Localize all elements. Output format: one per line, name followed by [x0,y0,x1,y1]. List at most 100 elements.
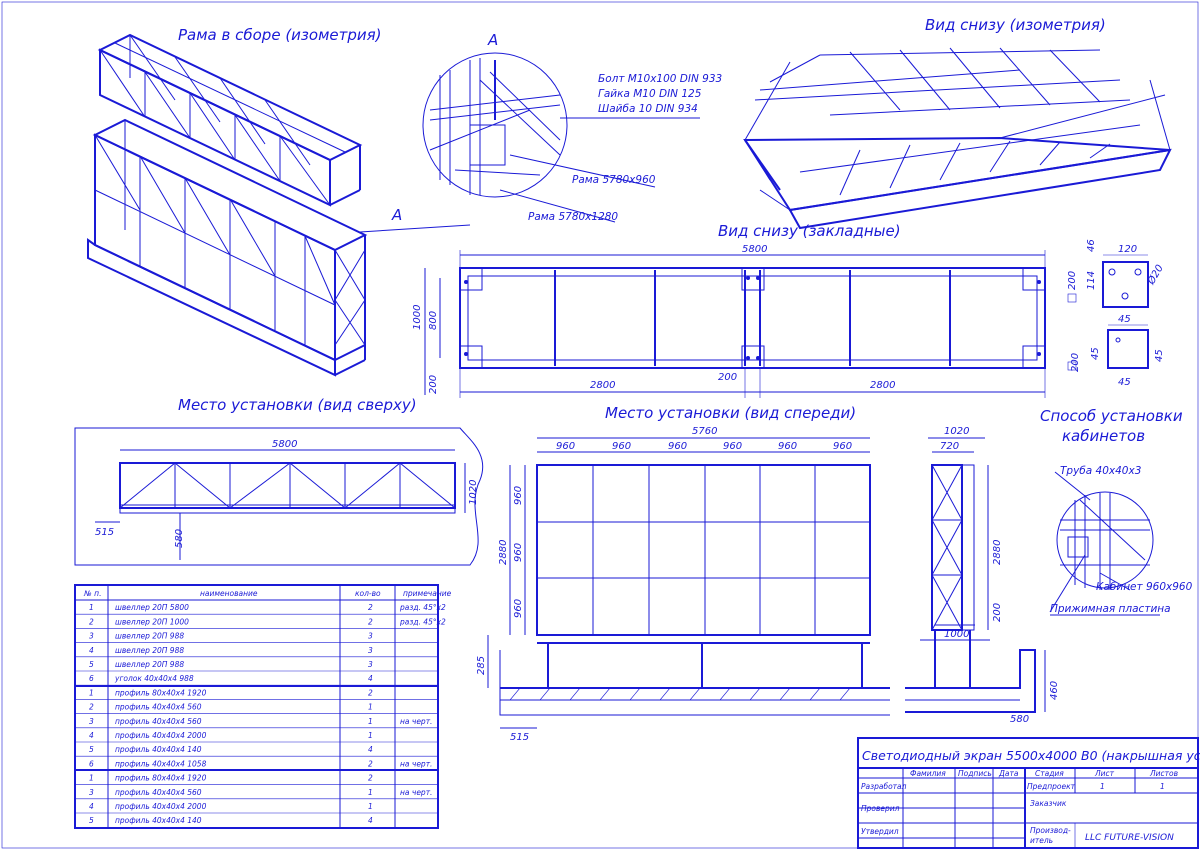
table-cell-num: 1 [89,603,94,612]
title-block-producer-1: Производ- [1030,826,1071,835]
front-dim-col-4: 960 [723,441,742,452]
table-cell-num: 5 [89,816,94,825]
table-cell-name: швеллер 20П 988 [115,646,184,655]
title-site-top: Место установки (вид сверху) [178,396,417,414]
table-cell-qty: 2 [368,774,373,783]
front-dim-off: 515 [510,732,529,743]
plate1-dim-b: 114 [1086,271,1097,290]
site-top-drawing: 5800 1020 515 580 [74,427,484,566]
table-cell-note: разд. 45°х2 [399,603,446,612]
table-cell-name: профиль 40х40х4 1058 [115,759,207,768]
front-dim-row-3: 960 [513,599,524,618]
table-cell-qty: 2 [368,617,373,626]
front-dim-leg: 285 [476,656,487,675]
front-dim-col-3: 960 [668,441,687,452]
top-dim-depth: 1020 [468,480,479,505]
table-cell-name: профиль 40х40х4 2000 [115,802,207,811]
embed-dim-h2: 800 [428,311,439,330]
side-dim-1000: 1000 [944,629,969,640]
plate2-dim-a: 45 [1118,314,1131,325]
table-cell-name: швеллер 20П 988 [115,660,184,669]
embed-dim-total: 5800 [742,244,767,255]
side-dim-200: 200 [992,603,1003,622]
title-block-customer: Заказчик [1030,799,1067,808]
table-cell-num: 5 [89,745,94,754]
detail-a-label: А [487,31,498,49]
embed-dim-h1: 1000 [412,305,423,330]
table-cell-qty: 1 [368,717,373,726]
detail-frame1: Рама 5780х960 [572,174,656,186]
table-cell-name: уголок 40х40х4 988 [114,674,194,683]
embed-dim-mid: 200 [718,372,737,383]
table-cell-qty: 2 [368,759,373,768]
table-cell-qty: 1 [368,731,373,740]
table-cell-name: профиль 40х40х4 560 [115,788,202,797]
table-cell-name: швеллер 20П 988 [115,632,184,641]
title-block-sheet-value: 1 [1100,782,1105,791]
title-block-company: LLC FUTURE-VISION [1085,833,1174,843]
plate2-dim-b: 45 [1090,347,1101,360]
table-cell-name: швеллер 20П 1000 [115,617,189,626]
table-cell-note: на черт. [400,717,432,726]
title-block-col-stage: Стадия [1035,769,1064,778]
title-block: Светодиодный экран 5500х4000 В0 (накрышн… [857,737,1200,849]
side-dim-580: 580 [1010,714,1029,725]
table-cell-name: профиль 80х40х4 1920 [115,688,207,697]
plate1-dim-a: 46 [1086,239,1097,252]
table-cell-qty: 1 [368,703,373,712]
table-cell-qty: 4 [368,816,373,825]
cabinet-size-label: Кабинет 960х960 [1096,581,1193,593]
title-block-col-date: Дата [998,769,1019,778]
table-cell-name: профиль 80х40х4 1920 [115,774,207,783]
title-block-col-sheets: Листов [1149,769,1178,778]
table-cell-note: на черт. [400,788,432,797]
table-cell-qty: 4 [368,674,373,683]
table-cell-name: профиль 40х40х4 140 [115,816,202,825]
table-cell-num: 4 [89,802,94,811]
table-header-num: № п. [83,589,101,598]
table-cell-num: 3 [89,788,94,797]
detail-a-drawing: А Болт М10х100 DIN 933 Гайка М10 DIN 125… [422,31,722,223]
front-dim-col-6: 960 [833,441,852,452]
table-cell-note: разд. 45°х2 [399,617,446,626]
table-row: 5 профиль 40х40х4 140 4 [89,816,373,825]
table-cell-name: профиль 40х40х4 560 [115,717,202,726]
site-front-drawing: 5760 960 960 960 960 960 960 960 960 960… [476,426,890,743]
cabinet-pipe-label: Труба 40х40х3 [1060,465,1141,477]
title-cabinet-method-1: Способ установки [1040,407,1183,425]
title-block-col-surname: Фамилия [910,769,946,778]
detail-frame2: Рама 5780х1280 [528,211,618,223]
plate2-dim-c: 45 [1154,349,1165,362]
detail-nut: Гайка М10 DIN 125 [598,88,702,100]
plate2-dim-h: 200 [1070,353,1081,372]
title-block-sheets-value: 1 [1160,782,1165,791]
table-cell-qty: 4 [368,745,373,754]
plate-details-drawing: 120 46 114 200 Ø20 45 45 45 45 200 [1067,239,1166,388]
table-cell-qty: 3 [368,646,373,655]
table-cell-num: 1 [89,688,94,697]
side-dim-2880: 2880 [992,540,1003,565]
frame-callout-a: А [391,206,402,224]
plate1-dim-w: 120 [1118,244,1137,255]
title-block-col-sheet: Лист [1094,769,1115,778]
top-dim-off: 515 [95,527,114,538]
site-side-drawing: 1020 720 2880 200 1000 460 580 [905,426,1060,725]
frame-isometric-drawing: А [87,33,471,377]
top-dim-off2: 580 [174,529,185,548]
title-frame-iso: Рама в сборе (изометрия) [178,26,382,44]
table-cell-num: 5 [89,660,94,669]
table-cell-num: 4 [89,731,94,740]
table-header-note: примечание [403,589,452,598]
